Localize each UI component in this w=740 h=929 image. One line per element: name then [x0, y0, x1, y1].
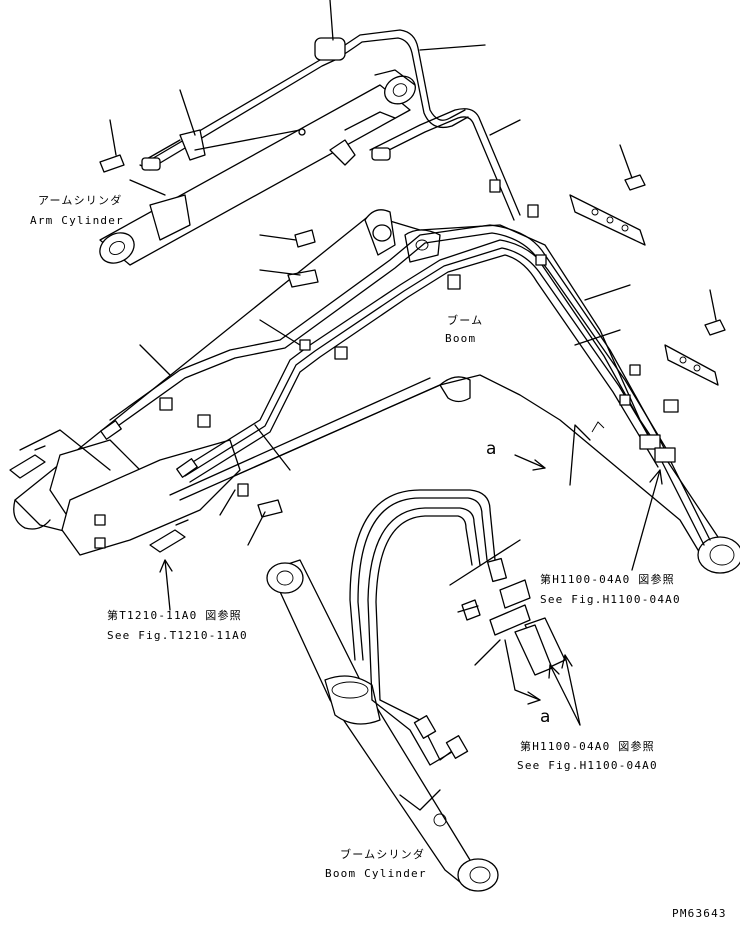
leader-line-1 — [139, 344, 171, 376]
arm-cylinder-label-jp: アームシリンダ — [38, 193, 122, 207]
boom-cylinder-label-en: Boom Cylinder — [325, 867, 427, 880]
boom-cylinder-label-jp: ブームシリンダ — [340, 847, 425, 861]
view-a-indicator-lower — [504, 639, 541, 705]
ref-t1210-label-en: See Fig.T1210-11A0 — [107, 629, 248, 642]
clamp-bracket-right-lower — [664, 289, 726, 386]
view-a-label-lower: a — [540, 707, 550, 727]
ref-arrow-t1210 — [159, 559, 173, 611]
ref-h1100-lower-label-jp: 第H1100-04A0 図参照 — [520, 739, 655, 753]
view-a-label-upper: a — [486, 439, 496, 459]
boom-hoses — [100, 179, 711, 546]
drawing-number: PM63643 — [672, 907, 727, 920]
ref-h1100-upper-label-jp: 第H1100-04A0 図参照 — [540, 572, 675, 586]
leader-line-4 — [179, 89, 196, 136]
boom-cylinder — [266, 559, 499, 892]
ref-h1100-upper-label-en: See Fig.H1100-04A0 — [540, 593, 681, 606]
boom-label-en: Boom — [445, 332, 476, 345]
ref-arrow-h1100-lower — [548, 654, 581, 726]
hose-fittings-left — [9, 429, 189, 553]
bolt-center — [259, 229, 316, 248]
bolt-upper-left — [99, 119, 125, 173]
leader-line-2 — [259, 319, 301, 346]
leader-line-8 — [129, 179, 166, 196]
view-a-indicator-upper — [514, 421, 605, 486]
boom-label-jp: ブーム — [447, 313, 483, 327]
arm-cylinder-label-en: Arm Cylinder — [30, 214, 124, 227]
arm-cylinder — [99, 69, 416, 266]
ref-arrow-h1100-upper — [631, 469, 663, 571]
clamp-bracket-right-upper — [569, 144, 646, 246]
leader-line-5 — [419, 44, 486, 51]
ref-t1210-label-jp: 第T1210-11A0 図参照 — [107, 608, 242, 622]
leader-line-7 — [574, 284, 631, 346]
arm-cylinder-pipes — [139, 0, 521, 221]
boom-cylinder-pipes — [349, 489, 566, 766]
bolt-lower-center — [219, 489, 283, 546]
ref-h1100-lower-label-en: See Fig.H1100-04A0 — [517, 759, 658, 772]
leader-line-3 — [254, 424, 291, 471]
leader-line-6 — [489, 119, 521, 136]
plate-center — [259, 269, 319, 288]
